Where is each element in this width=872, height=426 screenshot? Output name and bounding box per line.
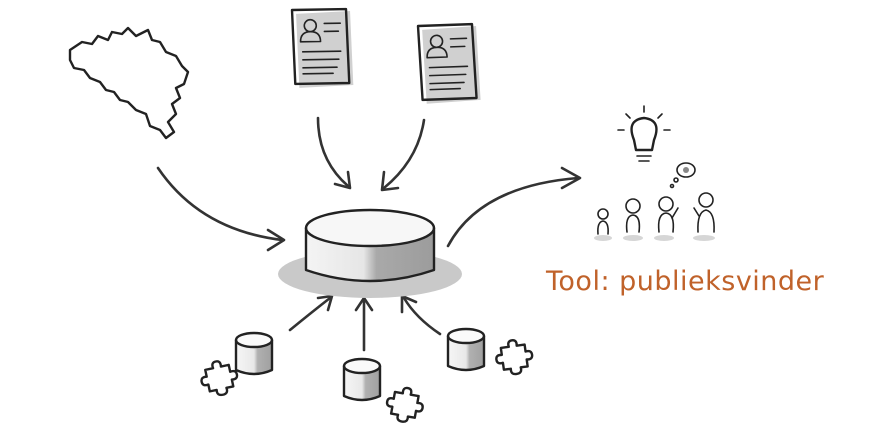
belgium-map-icon <box>68 26 190 140</box>
puzzle-piece-icon <box>196 356 242 400</box>
profile-card-icon <box>416 22 482 106</box>
audience-people-icon <box>594 192 715 241</box>
puzzle-piece-icon <box>492 336 536 378</box>
arrow-icon <box>400 294 442 336</box>
profile-card-icon <box>290 7 355 90</box>
small-database-icon <box>234 331 274 376</box>
small-database-icon <box>342 357 382 402</box>
arrow-icon <box>380 118 426 192</box>
tool-caption: Tool: publieksvinder <box>546 266 825 297</box>
arrow-icon <box>156 166 286 252</box>
thought-bubble-icon <box>669 162 696 189</box>
arrow-icon <box>288 294 334 332</box>
arrow-icon <box>354 296 374 352</box>
lightbulb-icon <box>617 105 671 162</box>
puzzle-piece-icon <box>382 383 427 426</box>
central-database-icon <box>278 208 462 298</box>
arrow-icon <box>446 166 582 248</box>
small-database-icon <box>446 327 486 372</box>
arrow-icon <box>316 116 352 190</box>
